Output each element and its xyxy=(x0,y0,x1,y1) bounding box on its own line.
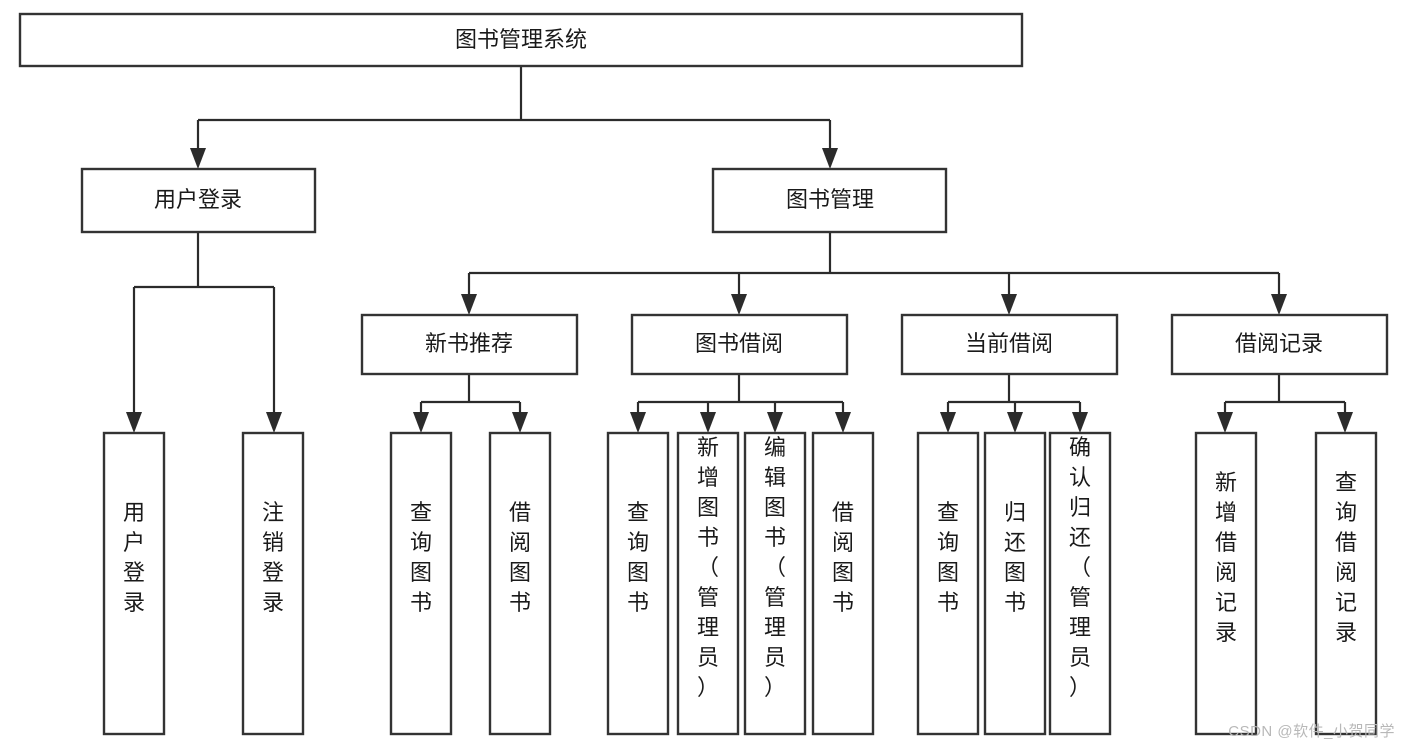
arrow-head-icon xyxy=(266,412,282,433)
node-leaf-edit-book[interactable]: 编辑图书（管理员） xyxy=(743,431,807,736)
node-leaf-add-record[interactable]: 新增借阅记录 xyxy=(1194,431,1258,736)
node-box-leaf-user-login[interactable] xyxy=(102,431,166,736)
connector-layer xyxy=(126,66,1353,433)
node-leaf-query-record[interactable]: 查询借阅记录 xyxy=(1314,431,1378,736)
node-label-leaf-query-record: 查询借阅记录 xyxy=(1335,470,1357,645)
node-leaf-user-login[interactable]: 用户登录 xyxy=(102,431,166,736)
node-new-book-rec[interactable]: 新书推荐 xyxy=(360,313,579,376)
arrow-head-icon xyxy=(1072,412,1088,433)
arrow-head-icon xyxy=(461,294,477,315)
arrow-head-icon xyxy=(1217,412,1233,433)
node-box-leaf-edit-book[interactable] xyxy=(743,431,807,736)
node-leaf-query-book-1[interactable]: 查询图书 xyxy=(389,431,453,736)
node-label-book-manage: 图书管理 xyxy=(786,187,874,212)
node-box-leaf-query-book-3[interactable] xyxy=(916,431,980,736)
node-leaf-confirm-return[interactable]: 确认归还（管理员） xyxy=(1048,431,1112,736)
arrow-head-icon xyxy=(767,412,783,433)
arrow-head-icon xyxy=(1001,294,1017,315)
node-label-leaf-edit-book: 编辑图书（管理员） xyxy=(764,435,786,700)
node-label-book-borrow: 图书借阅 xyxy=(695,331,783,356)
node-label-root: 图书管理系统 xyxy=(455,27,587,52)
arrow-head-icon xyxy=(835,412,851,433)
node-leaf-add-book[interactable]: 新增图书（管理员） xyxy=(676,431,740,736)
node-box-leaf-borrow-book-2[interactable] xyxy=(811,431,875,736)
node-leaf-return-book[interactable]: 归还图书 xyxy=(983,431,1047,736)
node-label-new-book-rec: 新书推荐 xyxy=(425,331,513,356)
node-label-leaf-confirm-return: 确认归还（管理员） xyxy=(1069,435,1091,700)
node-leaf-borrow-book-2[interactable]: 借阅图书 xyxy=(811,431,875,736)
node-box-current-borrow[interactable] xyxy=(900,313,1119,376)
node-box-leaf-confirm-return[interactable] xyxy=(1048,431,1112,736)
node-box-new-book-rec[interactable] xyxy=(360,313,579,376)
node-label-leaf-add-book: 新增图书（管理员） xyxy=(697,435,719,700)
node-box-leaf-borrow-book-1[interactable] xyxy=(488,431,552,736)
node-box-leaf-query-book-2[interactable] xyxy=(606,431,670,736)
node-current-borrow[interactable]: 当前借阅 xyxy=(900,313,1119,376)
node-leaf-borrow-book-1[interactable]: 借阅图书 xyxy=(488,431,552,736)
node-label-leaf-borrow-book-2: 借阅图书 xyxy=(832,500,854,615)
node-label-current-borrow: 当前借阅 xyxy=(965,331,1053,356)
node-box-leaf-logout[interactable] xyxy=(241,431,305,736)
node-label-leaf-query-book-1: 查询图书 xyxy=(410,500,432,615)
node-root[interactable]: 图书管理系统 xyxy=(18,12,1024,68)
node-book-borrow[interactable]: 图书借阅 xyxy=(630,313,849,376)
node-leaf-query-book-3[interactable]: 查询图书 xyxy=(916,431,980,736)
node-label-leaf-user-login: 用户登录 xyxy=(123,500,145,615)
node-leaf-logout[interactable]: 注销登录 xyxy=(241,431,305,736)
arrow-head-icon xyxy=(700,412,716,433)
node-box-leaf-add-book[interactable] xyxy=(676,431,740,736)
node-box-book-manage[interactable] xyxy=(711,167,948,234)
arrow-head-icon xyxy=(190,148,206,169)
node-label-leaf-logout: 注销登录 xyxy=(262,500,284,615)
arrow-head-icon xyxy=(822,148,838,169)
node-book-manage[interactable]: 图书管理 xyxy=(711,167,948,234)
node-label-leaf-add-record: 新增借阅记录 xyxy=(1215,470,1237,645)
arrow-head-icon xyxy=(630,412,646,433)
node-label-user-login: 用户登录 xyxy=(154,187,242,212)
node-user-login[interactable]: 用户登录 xyxy=(80,167,317,234)
node-box-leaf-return-book[interactable] xyxy=(983,431,1047,736)
node-label-leaf-borrow-book-1: 借阅图书 xyxy=(509,500,531,615)
node-box-leaf-query-record[interactable] xyxy=(1314,431,1378,736)
arrow-head-icon xyxy=(413,412,429,433)
arrow-head-icon xyxy=(126,412,142,433)
node-label-leaf-query-book-2: 查询图书 xyxy=(627,500,649,615)
arrow-head-icon xyxy=(731,294,747,315)
arrow-head-icon xyxy=(940,412,956,433)
node-label-borrow-record: 借阅记录 xyxy=(1235,331,1323,356)
node-borrow-record[interactable]: 借阅记录 xyxy=(1170,313,1389,376)
node-box-leaf-query-book-1[interactable] xyxy=(389,431,453,736)
node-label-leaf-query-book-3: 查询图书 xyxy=(937,500,959,615)
node-box-borrow-record[interactable] xyxy=(1170,313,1389,376)
arrow-head-icon xyxy=(1007,412,1023,433)
node-leaf-query-book-2[interactable]: 查询图书 xyxy=(606,431,670,736)
node-box-root[interactable] xyxy=(18,12,1024,68)
node-box-user-login[interactable] xyxy=(80,167,317,234)
arrow-head-icon xyxy=(1337,412,1353,433)
node-box-leaf-add-record[interactable] xyxy=(1194,431,1258,736)
arrow-head-icon xyxy=(512,412,528,433)
node-box-book-borrow[interactable] xyxy=(630,313,849,376)
node-label-leaf-return-book: 归还图书 xyxy=(1004,500,1026,615)
arrow-head-icon xyxy=(1271,294,1287,315)
